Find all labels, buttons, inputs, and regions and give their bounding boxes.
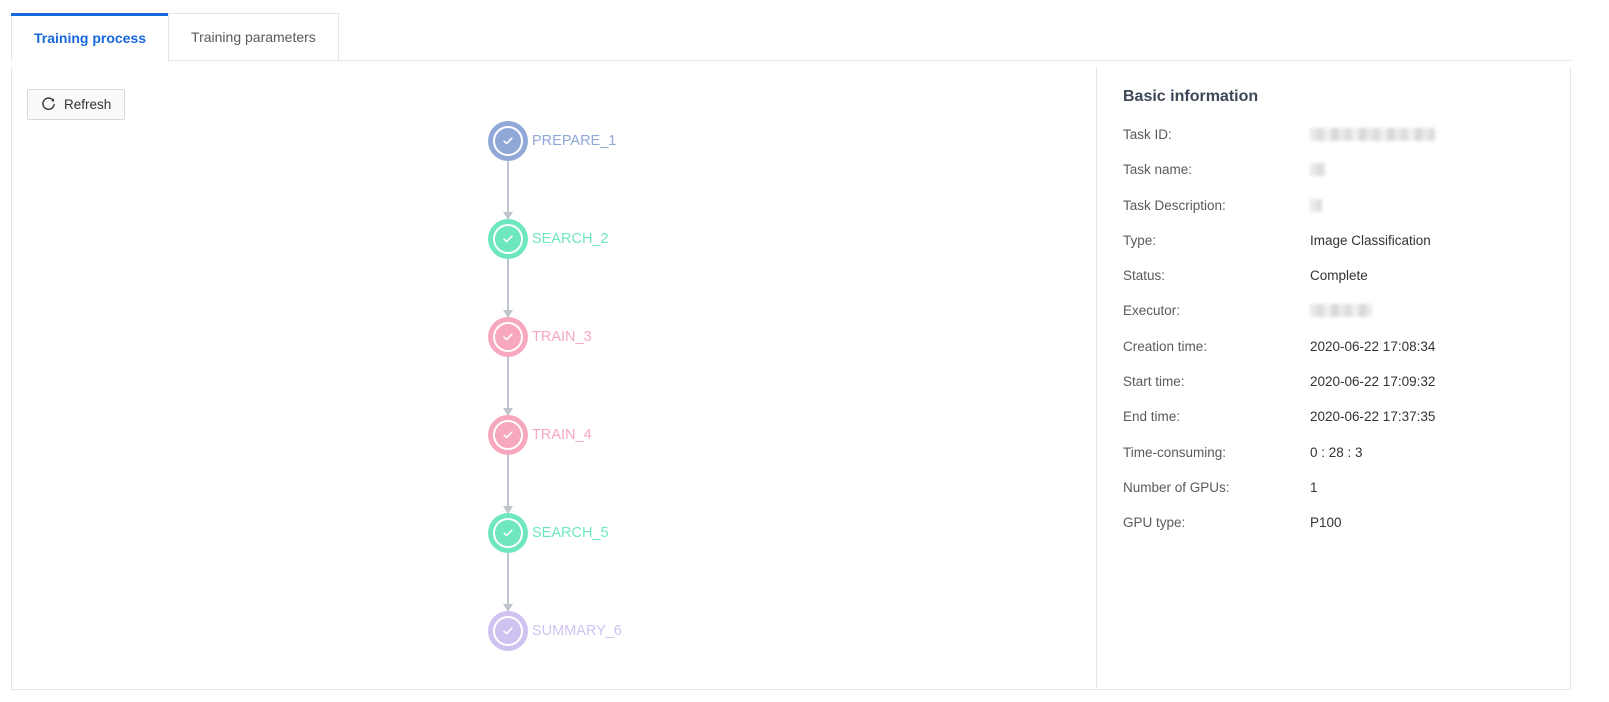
- redacted-value: [1310, 163, 1326, 177]
- info-row-value: 2020-06-22 17:37:35: [1310, 409, 1436, 425]
- redacted-value: [1310, 198, 1322, 212]
- flow-connector-arrow: [503, 553, 513, 612]
- flow-node-circle[interactable]: [488, 611, 528, 651]
- tab-label: Training parameters: [191, 29, 316, 45]
- refresh-button-label: Refresh: [64, 97, 112, 112]
- info-row: Type: Image Classification: [1123, 232, 1543, 267]
- info-row: Status: Complete: [1123, 267, 1543, 302]
- info-row-value: 1: [1310, 479, 1318, 495]
- info-row: Creation time: 2020-06-22 17:08:34: [1123, 338, 1543, 373]
- tab-training-process[interactable]: Training process: [11, 13, 170, 61]
- refresh-button[interactable]: Refresh: [27, 89, 126, 120]
- check-circle-icon: [493, 126, 523, 156]
- info-row: GPU type: P100: [1123, 514, 1543, 549]
- info-row: Task ID:: [1123, 126, 1543, 161]
- info-row-value: Complete: [1310, 268, 1368, 284]
- check-circle-icon: [493, 518, 523, 548]
- info-row-label: Task Description:: [1123, 197, 1226, 213]
- info-row-label: Task name:: [1123, 162, 1193, 178]
- check-circle-icon: [493, 616, 523, 646]
- redacted-value: [1310, 128, 1435, 141]
- flow-node-circle[interactable]: [488, 415, 528, 455]
- info-row-label: Type:: [1123, 232, 1157, 248]
- info-row: Task Description:: [1123, 197, 1543, 232]
- check-circle-icon: [493, 420, 523, 450]
- info-row-label: Status:: [1123, 268, 1166, 284]
- info-row-label: Creation time:: [1123, 338, 1208, 354]
- flow-node-circle[interactable]: [488, 219, 528, 259]
- flow-connector-arrow: [503, 357, 513, 416]
- flow-node-circle[interactable]: [488, 317, 528, 357]
- flow-node-label: SUMMARY_6: [532, 623, 622, 639]
- info-row: End time: 2020-06-22 17:37:35: [1123, 408, 1543, 443]
- tab-training-parameters[interactable]: Training parameters: [168, 13, 339, 60]
- info-row: Number of GPUs: 1: [1123, 479, 1543, 514]
- info-row-value: 2020-06-22 17:09:32: [1310, 374, 1436, 390]
- info-row-label: Start time:: [1123, 374, 1185, 390]
- info-row-value: [1310, 197, 1322, 215]
- flow-connector-arrow: [503, 259, 513, 318]
- info-row: Executor:: [1123, 302, 1543, 337]
- flow-node-label: SEARCH_2: [532, 231, 609, 247]
- refresh-icon: [41, 97, 56, 112]
- info-row-label: Time-consuming:: [1123, 444, 1227, 460]
- info-row: Task name:: [1123, 161, 1543, 196]
- info-row: Start time: 2020-06-22 17:09:32: [1123, 373, 1543, 408]
- info-row-value: [1310, 161, 1326, 179]
- flow-node-label: SEARCH_5: [532, 525, 609, 541]
- info-row-label: End time:: [1123, 409, 1181, 425]
- info-row-value: 0 : 28 : 3: [1310, 444, 1363, 460]
- info-row-label: GPU type:: [1123, 515, 1186, 531]
- flow-node-label: TRAIN_3: [532, 329, 592, 345]
- info-row-value: [1310, 126, 1435, 144]
- basic-information-list: Task ID: Task name: Task Description: Type:…: [1123, 126, 1543, 550]
- check-circle-icon: [493, 224, 523, 254]
- flow-connector-arrow: [503, 455, 513, 514]
- info-row-value: Image Classification: [1310, 232, 1431, 248]
- flow-connector-arrow: [503, 161, 513, 220]
- info-row-value: [1310, 302, 1372, 320]
- basic-information-panel: Basic information Task ID:Task name:Task…: [1096, 68, 1571, 688]
- basic-information-title: Basic information: [1123, 88, 1259, 105]
- redacted-value: [1310, 304, 1372, 318]
- check-circle-icon: [493, 322, 523, 352]
- info-row-label: Task ID:: [1123, 127, 1172, 142]
- tab-label: Training process: [34, 30, 147, 46]
- flow-node-label: TRAIN_4: [532, 427, 592, 443]
- info-row-value: P100: [1310, 515, 1342, 531]
- info-row-label: Number of GPUs:: [1123, 479, 1230, 495]
- flow-node-circle[interactable]: [488, 121, 528, 161]
- flow-node-circle[interactable]: [488, 513, 528, 553]
- tab-bar: Training process Training parameters: [11, 12, 1571, 61]
- info-row-label: Executor:: [1123, 303, 1181, 319]
- info-row-value: 2020-06-22 17:08:34: [1310, 338, 1436, 354]
- info-row: Time-consuming: 0 : 28 : 3: [1123, 444, 1543, 479]
- flow-node-label: PREPARE_1: [532, 133, 617, 149]
